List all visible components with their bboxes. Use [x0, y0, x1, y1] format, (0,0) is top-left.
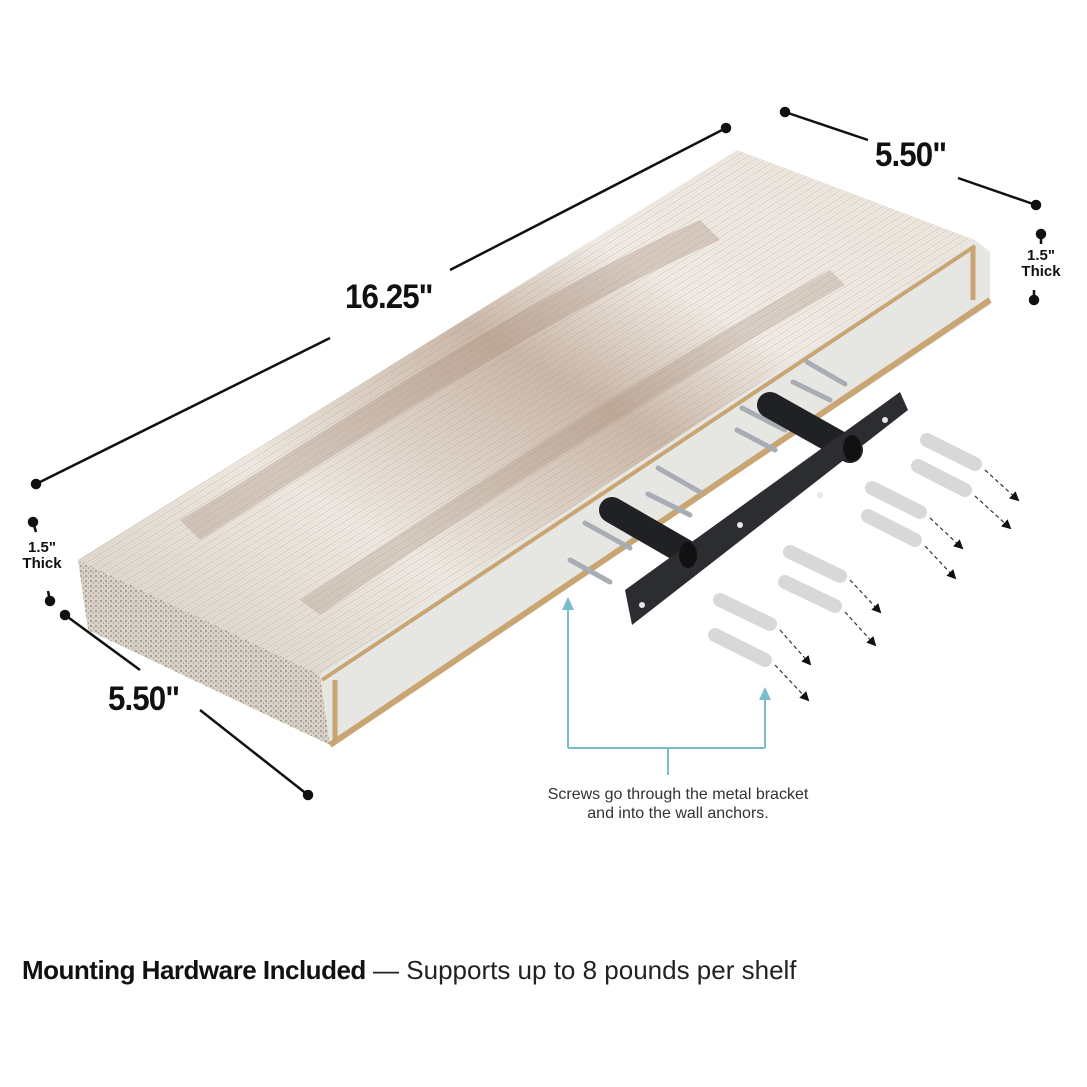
footer-headline: Mounting Hardware Included — Supports up…	[22, 955, 797, 986]
depth-front-dimension-label: 5.50"	[108, 680, 180, 718]
thickness-right-value: 1.5"	[1027, 247, 1055, 264]
callout-caption: Screws go through the metal bracket and …	[468, 785, 888, 823]
thickness-right-unit: Thick	[1021, 263, 1061, 280]
screws	[567, 359, 848, 585]
callout-line-2: and into the wall anchors.	[587, 805, 769, 822]
thickness-left-label: 1.5" Thick	[12, 540, 72, 572]
metal-bracket	[599, 392, 908, 625]
shelf-end-grain	[78, 560, 330, 745]
thickness-left-unit: Thick	[22, 555, 62, 572]
footer-subtitle: Supports up to 8 pounds per shelf	[406, 955, 797, 985]
dimension-lines	[27, 106, 1047, 801]
callout-bracket	[562, 597, 771, 775]
length-dimension-label: 16.25"	[345, 278, 434, 316]
thickness-left-value: 1.5"	[28, 539, 56, 556]
guide-arrows	[774, 469, 1020, 702]
depth-top-dimension-label: 5.50"	[875, 136, 947, 174]
shelf-top-surface	[78, 150, 975, 675]
thickness-right-label: 1.5" Thick	[1011, 248, 1071, 280]
footer-title: Mounting Hardware Included	[22, 955, 366, 985]
callout-line-1: Screws go through the metal bracket	[547, 786, 809, 803]
footer-separator: —	[373, 955, 400, 985]
wall-anchors	[708, 433, 982, 667]
